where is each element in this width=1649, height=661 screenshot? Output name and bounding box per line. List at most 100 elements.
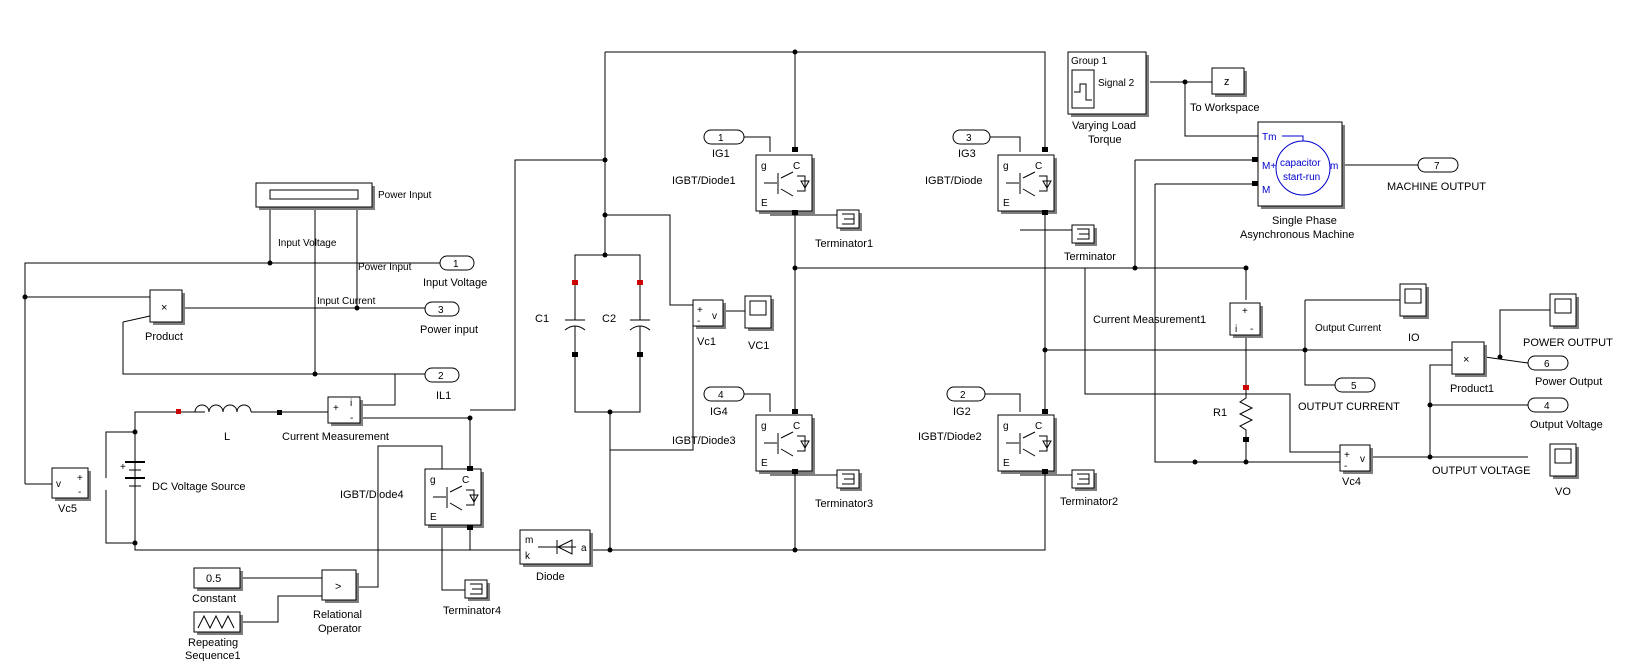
- inport-ig2[interactable]: 2 IG2: [946, 386, 986, 418]
- vc5-block[interactable]: v + - Vc5: [51, 467, 91, 515]
- power-input-display[interactable]: Power Input: [255, 182, 432, 210]
- dc-voltage-source[interactable]: + DC Voltage Source: [120, 461, 246, 493]
- svg-text:g: g: [430, 475, 436, 486]
- vc1-scope-label: VC1: [748, 340, 769, 352]
- outport-output-current[interactable]: 5 OUTPUT CURRENT: [1298, 377, 1400, 413]
- c1-label: C1: [535, 313, 549, 325]
- vc1-scope[interactable]: VC1: [744, 295, 774, 352]
- power-input-label: Power Input: [378, 190, 432, 201]
- r1-label: R1: [1213, 407, 1227, 419]
- output-current-port-label: OUTPUT CURRENT: [1298, 401, 1400, 413]
- machine-label: Single Phase: [1272, 215, 1337, 227]
- machine-cap-1: capacitor: [1280, 158, 1321, 169]
- repeating-label: Repeating: [188, 637, 238, 649]
- vc4-label: Vc4: [1342, 476, 1361, 488]
- terminator2[interactable]: Terminator2: [1060, 469, 1118, 508]
- svg-text:E: E: [1003, 198, 1010, 209]
- svg-text:+: +: [1242, 306, 1248, 317]
- outport-power-input-label: Power input: [420, 324, 478, 336]
- capacitor-c1[interactable]: C1: [535, 280, 586, 357]
- inport-ig3[interactable]: 3 IG3: [952, 129, 991, 160]
- svg-text:g: g: [1003, 161, 1009, 172]
- resistor-r1[interactable]: R1: [1213, 385, 1254, 442]
- svg-text:2: 2: [960, 390, 966, 401]
- terminator1[interactable]: Terminator1: [815, 209, 873, 250]
- svg-text:-: -: [350, 413, 353, 424]
- igbt-diode1[interactable]: g C E IGBT/Diode1: [672, 154, 815, 214]
- varying-label: Varying Load: [1072, 120, 1136, 132]
- outport-il1-label: IL1: [436, 390, 451, 402]
- machine-output-label: MACHINE OUTPUT: [1387, 181, 1486, 193]
- svg-text:a: a: [581, 543, 587, 554]
- igbt-diode4[interactable]: g C E IGBT/Diode4: [340, 468, 484, 528]
- outport-input-voltage[interactable]: 1 Input Voltage: [423, 255, 487, 289]
- outport-machine-output[interactable]: 7 MACHINE OUTPUT: [1387, 157, 1486, 193]
- dc-source-label: DC Voltage Source: [152, 481, 246, 493]
- svg-text:C: C: [1035, 421, 1042, 432]
- igbt-diode[interactable]: g C E IGBT/Diode: [925, 154, 1057, 214]
- svg-text:E: E: [761, 198, 768, 209]
- inport-ig4[interactable]: 4 IG4: [703, 386, 745, 418]
- capacitor-c2[interactable]: C2: [602, 280, 651, 357]
- constant-label: Constant: [192, 593, 236, 605]
- product-block[interactable]: × Product: [145, 289, 185, 343]
- outport-power-output[interactable]: 6 Power Output: [1527, 355, 1602, 388]
- terminator3[interactable]: Terminator3: [815, 469, 873, 510]
- svg-text:m: m: [525, 535, 533, 546]
- inductor-l[interactable]: L: [176, 404, 282, 443]
- svg-text:4: 4: [718, 390, 724, 401]
- product1-block[interactable]: × Product1: [1450, 341, 1494, 395]
- terminator4-label: Terminator4: [443, 605, 501, 617]
- output-voltage-port-label: Output Voltage: [1530, 419, 1603, 431]
- igbt-diode3[interactable]: g C E IGBT/Diode3: [672, 414, 815, 474]
- terminator4[interactable]: Terminator4: [443, 579, 501, 617]
- svg-text:2: 2: [438, 371, 444, 382]
- single-phase-machine[interactable]: Tm M+ M m capacitor start-run Single Pha…: [1240, 121, 1354, 241]
- terminator[interactable]: Terminator: [1064, 224, 1116, 263]
- terminator2-label: Terminator2: [1060, 496, 1118, 508]
- igbt2-label: IGBT/Diode2: [918, 431, 982, 443]
- repeating-sequence-block[interactable]: Repeating Sequence1: [185, 611, 243, 661]
- diode-block[interactable]: m k a Diode: [519, 529, 593, 583]
- current-measurement-block[interactable]: + i - Current Measurement: [282, 396, 389, 443]
- product1-label: Product1: [1450, 383, 1494, 395]
- svg-text:-: -: [1344, 461, 1347, 472]
- svg-text:i: i: [350, 398, 352, 409]
- svg-text:×: ×: [161, 302, 167, 314]
- diode-label: Diode: [536, 571, 565, 583]
- inport-ig1[interactable]: 1 IG1: [703, 129, 745, 160]
- outport-output-voltage[interactable]: 4 Output Voltage: [1527, 397, 1603, 431]
- relational-operator-block[interactable]: > Relational Operator: [313, 569, 362, 635]
- vo-scope[interactable]: VO OUTPUT VOLTAGE: [1432, 443, 1579, 498]
- svg-text:6: 6: [1544, 359, 1550, 370]
- current-measurement1-block[interactable]: + i - Current Measurement1: [1093, 302, 1263, 338]
- igbt-diode2[interactable]: g C E IGBT/Diode2: [918, 414, 1057, 474]
- svg-text:3: 3: [966, 133, 972, 144]
- outport-power-input[interactable]: 3 Power input: [420, 301, 478, 336]
- terminator3-label: Terminator3: [815, 498, 873, 510]
- svg-text:3: 3: [438, 305, 444, 316]
- terminator1-label: Terminator1: [815, 238, 873, 250]
- io-scope[interactable]: IO Output Current: [1315, 283, 1429, 344]
- to-workspace-block[interactable]: z To Workspace: [1190, 67, 1260, 114]
- relational-label: Relational: [313, 609, 362, 621]
- power-output-scope[interactable]: POWER OUTPUT: [1523, 293, 1613, 349]
- signal-label: Signal 2: [1098, 78, 1135, 89]
- ig4-label: IG4: [710, 406, 728, 418]
- vc4-block[interactable]: + - v Vc4: [1339, 444, 1373, 488]
- svg-text:v: v: [712, 311, 717, 322]
- svg-text:g: g: [761, 421, 767, 432]
- current-measurement-label: Current Measurement: [282, 431, 389, 443]
- igbt-label: IGBT/Diode: [925, 175, 982, 187]
- varying-load-torque-block[interactable]: Group 1 Signal 2 Varying Load Torque: [1067, 51, 1149, 146]
- svg-text:M+: M+: [1262, 161, 1276, 172]
- constant-block[interactable]: 0.5 Constant: [192, 567, 243, 605]
- svg-text:v: v: [56, 479, 61, 490]
- outport-input-voltage-label: Input Voltage: [423, 277, 487, 289]
- outport-il1[interactable]: 2 IL1: [424, 367, 460, 402]
- svg-text:E: E: [1003, 458, 1010, 469]
- vc1-block[interactable]: + - v Vc1: [692, 299, 726, 348]
- group-label: Group 1: [1071, 56, 1108, 67]
- ig1-label: IG1: [712, 148, 730, 160]
